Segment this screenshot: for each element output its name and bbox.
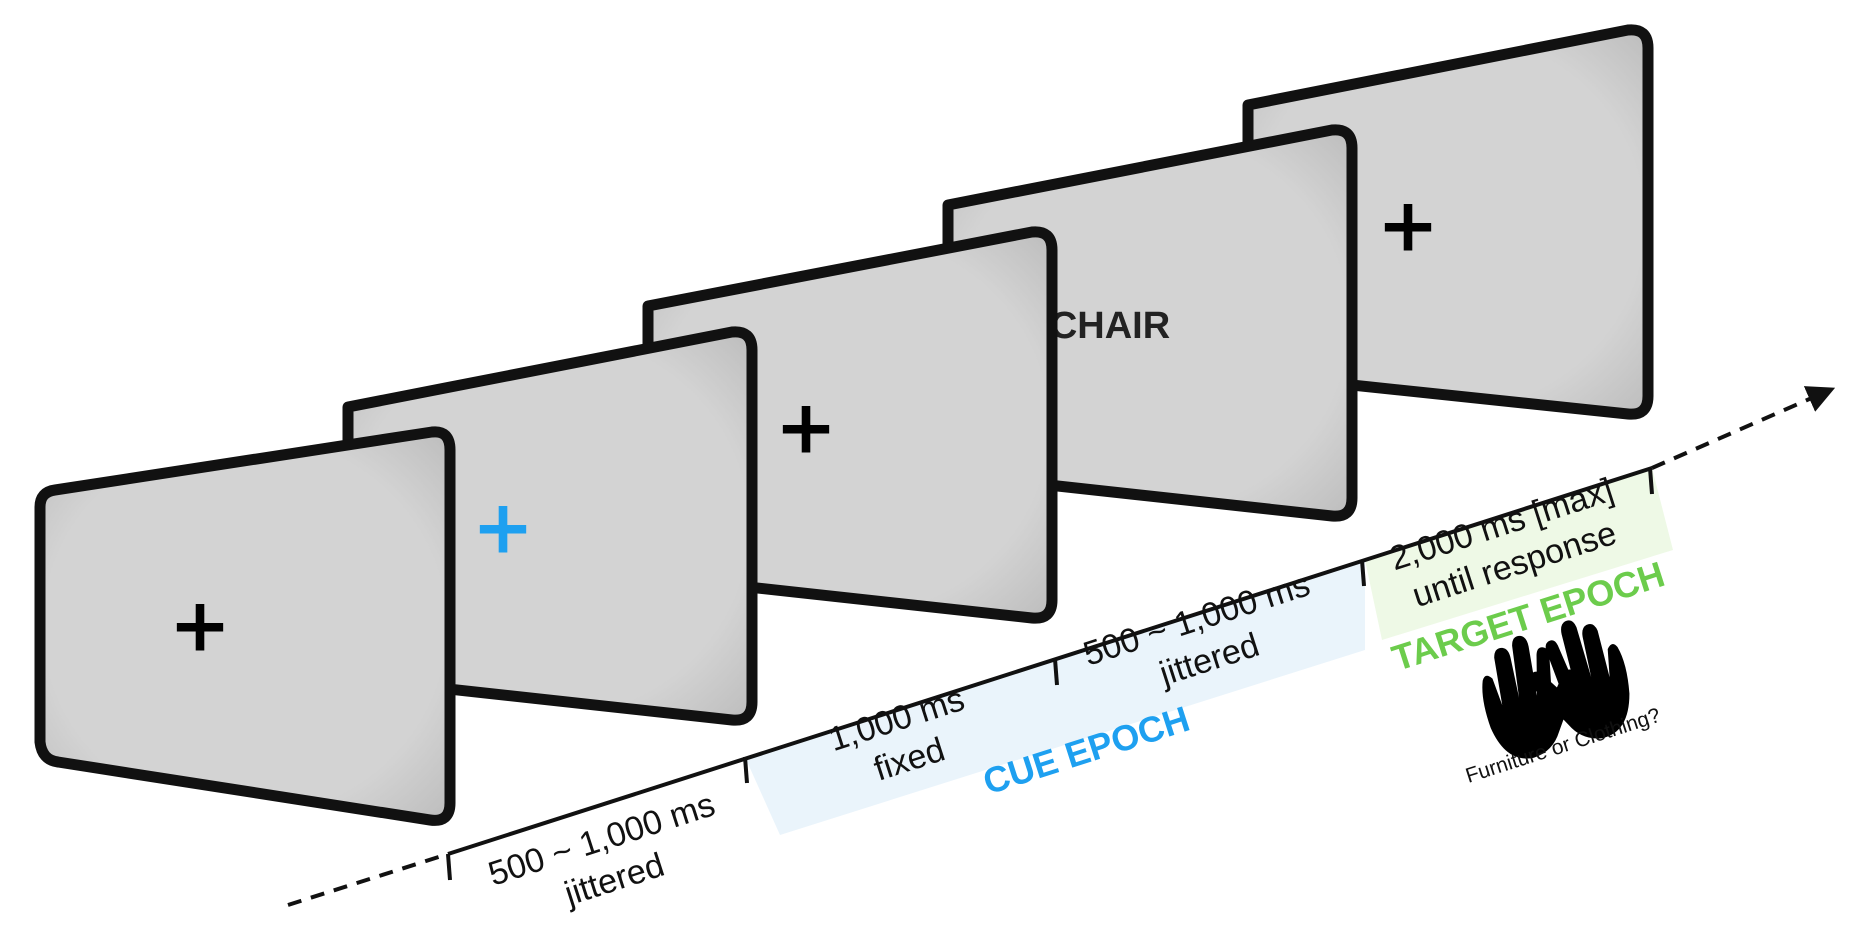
screen-3-stimulus: + [775, 385, 837, 471]
screen-4-stimulus: CHAIR [1050, 305, 1170, 347]
timeline-dashed-start [287, 852, 449, 907]
right-hand-icon [1528, 620, 1630, 739]
timeline-tick-2 [743, 756, 749, 784]
target-epoch-band [1365, 468, 1673, 640]
screen-2-stimulus: + [472, 485, 534, 571]
timeline-tick-3 [1053, 658, 1059, 686]
screen-1: + [34, 426, 456, 826]
timeline-tick-5 [1648, 467, 1654, 495]
screen-1-stimulus: + [169, 583, 231, 669]
screen-5-stimulus: + [1377, 183, 1439, 269]
left-hand-icon [1482, 635, 1578, 759]
timeline-tick-1 [446, 853, 452, 881]
timeline-tick-4 [1360, 559, 1366, 587]
cue-epoch-band [745, 560, 1365, 835]
timeline-axis [447, 466, 1653, 856]
segment-label-1: 500 ~ 1,000 ms jittered [484, 785, 720, 913]
timeline-dashed-end-arrow [1651, 386, 1836, 470]
